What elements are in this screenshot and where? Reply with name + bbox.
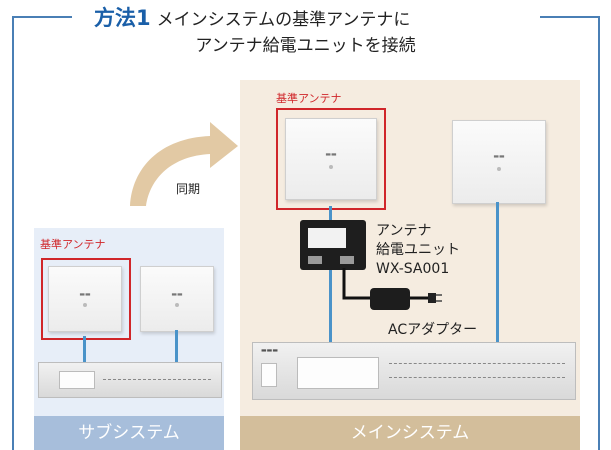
antenna-indicator <box>497 167 501 171</box>
antenna-power-unit <box>300 220 366 270</box>
frame-line-right <box>598 16 600 450</box>
antenna-brand-mark: ▬▬ <box>493 153 505 160</box>
power-unit-label: アンテナ 給電ユニット WX-SA001 <box>376 222 460 279</box>
ac-adapter-label: ACアダプター <box>388 322 478 338</box>
unit-display <box>59 371 95 389</box>
main-antenna-2: ▬▬ <box>452 120 546 204</box>
unit-controls <box>389 363 565 364</box>
power-unit-model: WX-SA001 <box>376 261 450 277</box>
ac-adapter-cord <box>342 268 442 303</box>
antenna-indicator <box>175 303 179 307</box>
method-number: 方法1 <box>94 6 151 30</box>
antenna-indicator <box>83 303 87 307</box>
sync-arrow-icon <box>130 122 238 206</box>
sub-cable-2 <box>175 330 178 362</box>
main-reference-antenna-label: 基準アンテナ <box>276 92 342 105</box>
title-line-2: アンテナ給電ユニットを接続 <box>195 36 416 56</box>
sub-reference-antenna-label: 基準アンテナ <box>40 238 106 251</box>
sync-label: 同期 <box>176 182 201 196</box>
frame-line-left <box>12 16 14 450</box>
unit-controls-row-2 <box>389 377 565 378</box>
title-line-1: メインシステムの基準アンテナに <box>156 10 411 30</box>
main-reference-highlight <box>276 108 386 210</box>
frame-line-left-top <box>12 16 72 18</box>
main-cable-lower <box>329 270 332 342</box>
unit-port-2 <box>340 256 354 264</box>
power-unit-line-1: アンテナ <box>376 223 432 239</box>
sub-reference-highlight <box>41 258 131 340</box>
unit-controls <box>103 379 211 380</box>
main-system-main-unit: ▬▬▬ <box>252 342 576 400</box>
antenna-brand-mark: ▬▬ <box>171 291 183 298</box>
sub-cable-1 <box>83 336 86 362</box>
antenna-indicator <box>329 165 333 169</box>
unit-label-panel <box>308 228 346 248</box>
ac-adapter-icon <box>370 288 410 310</box>
antenna-brand-mark: ▬▬ <box>325 151 337 158</box>
sub-system-main-unit <box>38 362 222 398</box>
unit-port-1 <box>308 256 322 264</box>
power-unit-line-2: 給電ユニット <box>376 242 460 258</box>
main-reference-antenna: ▬▬ <box>285 118 377 200</box>
unit-power-button <box>261 363 277 387</box>
main-system-band: メインシステム <box>240 416 580 450</box>
unit-display <box>297 357 379 389</box>
main-cable-right <box>496 202 499 342</box>
sub-antenna-2: ▬▬ <box>140 266 214 332</box>
sub-system-band: サブシステム <box>34 416 224 450</box>
antenna-brand-mark: ▬▬ <box>79 291 91 298</box>
sub-reference-antenna: ▬▬ <box>48 266 122 332</box>
unit-brand-mark: ▬▬▬ <box>261 347 279 354</box>
frame-line-right-top <box>540 16 600 18</box>
main-cable-upper <box>329 206 332 220</box>
